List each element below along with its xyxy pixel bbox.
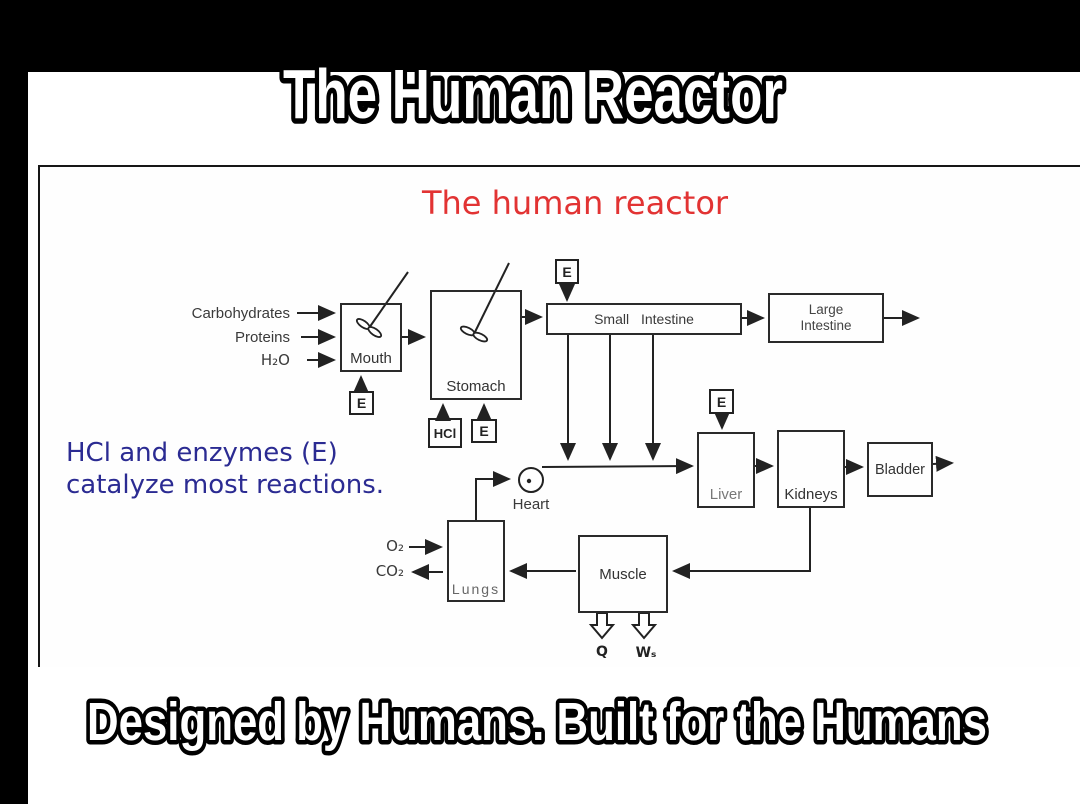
shaft-work-output-label: Wₛ (635, 645, 657, 661)
enzyme-box-mouth: E (349, 391, 374, 415)
large-intestine-label-line2: Intestine (800, 318, 852, 333)
catalyst-note-line2: catalyze most reactions. (66, 470, 385, 500)
large-intestine-label-line1: Large (808, 302, 844, 318)
small-intestine-box: Small Intestine (546, 303, 742, 335)
heart-label: Heart (512, 496, 550, 513)
stomach-stirrer-icon (459, 262, 510, 343)
large-intestine-box: Large Intestine (768, 293, 884, 343)
kidneys-label: Kidneys (784, 486, 838, 503)
enzyme-box-liver: E (709, 389, 734, 414)
small-intestine-label: Small Intestine (594, 311, 694, 327)
catalyst-note-line1: HCl and enzymes (E) (66, 438, 338, 468)
top-black-band (0, 0, 1080, 72)
input-label-water: H₂O (260, 351, 290, 369)
muscle-box: Muscle (578, 535, 668, 613)
heat-arrow-icon (588, 612, 616, 640)
diagram-title: The human reactor (421, 184, 729, 222)
mouth-stirrer-icon (355, 271, 409, 338)
bladder-box: Bladder (867, 442, 933, 497)
input-label-proteins: Proteins (234, 329, 290, 346)
mouth-label: Mouth (350, 350, 392, 367)
muscle-label: Muscle (599, 565, 647, 583)
mouth-box: Mouth (340, 303, 402, 372)
stomach-label: Stomach (446, 378, 506, 395)
meme-bottom-caption: Designed by Humans. Built for the Humans (87, 692, 987, 752)
lungs-label: Lungs (451, 581, 501, 597)
enzyme-box-stomach: E (471, 419, 497, 443)
heat-output-label: Q (596, 644, 608, 660)
stomach-box: Stomach (430, 290, 522, 400)
enzyme-box-small-intestine: E (555, 259, 579, 284)
oxygen-label: O₂ (386, 537, 404, 555)
catalyst-note: HCl and enzymes (E) catalyze most reacti… (66, 437, 384, 501)
carbon-dioxide-label: CO₂ (375, 562, 404, 580)
heart-pump-icon (518, 467, 544, 493)
liver-label: Liver (709, 486, 743, 503)
work-arrow-icon (630, 612, 658, 640)
bladder-label: Bladder (875, 461, 925, 478)
left-black-strip (0, 0, 28, 804)
diagram-panel (38, 165, 1080, 667)
kidneys-box: Kidneys (777, 430, 845, 508)
flow-arrows (297, 284, 954, 580)
lungs-box: Lungs (447, 520, 505, 602)
input-label-carbohydrates: Carbohydrates (191, 305, 290, 322)
liver-box: Liver (697, 432, 755, 508)
meme-top-title: The Human Reactor (283, 55, 783, 133)
hcl-box: HCl (428, 418, 462, 448)
